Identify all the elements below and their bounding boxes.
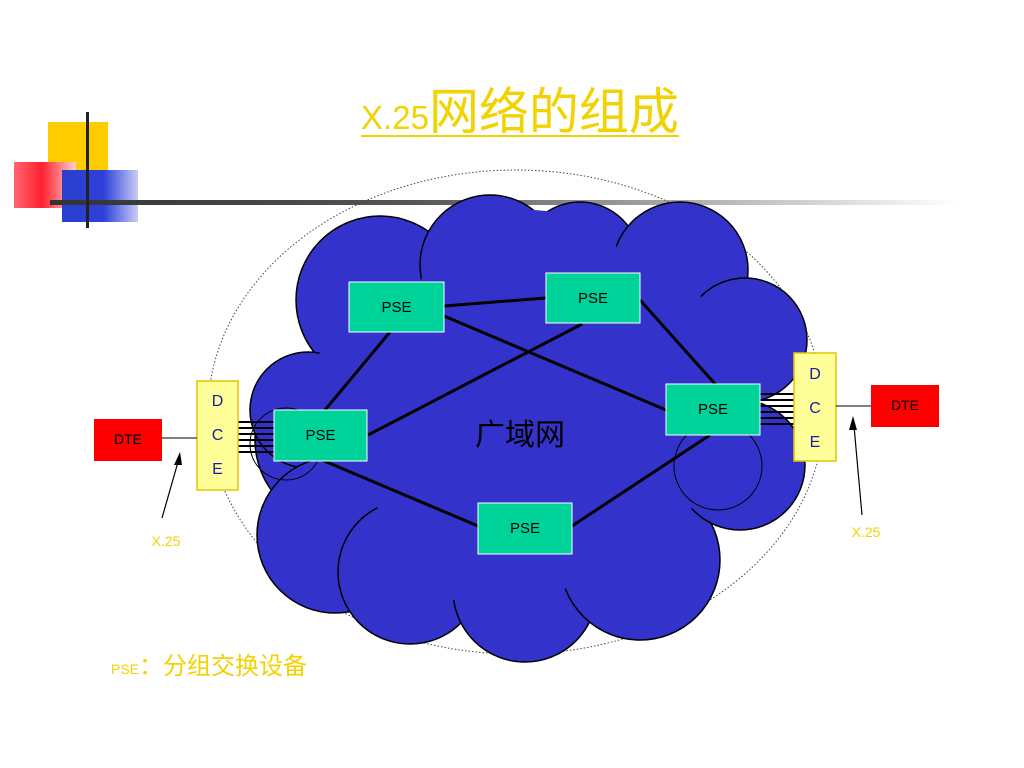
- right-access-lines: [760, 393, 794, 425]
- link-pse1-pse3: [443, 314, 667, 412]
- x25-arrow-right: [849, 416, 863, 516]
- dce-letter: C: [212, 427, 224, 444]
- pse-node-top-right: PSE: [545, 272, 641, 324]
- pse-label: PSE: [578, 290, 608, 307]
- dce-letter: C: [809, 400, 821, 417]
- decor-blue-square: [62, 170, 138, 222]
- dte-label: DTE: [114, 431, 142, 447]
- link-pse5-pse3: [571, 433, 711, 528]
- dte-left: DTE: [94, 419, 162, 461]
- x25-label-left: X.25: [152, 533, 181, 549]
- dte-label: DTE: [891, 397, 919, 413]
- cloud-label: 广域网: [475, 418, 565, 453]
- pse-node-left: PSE: [273, 409, 368, 462]
- link-pse1-pse2: [443, 296, 547, 308]
- dce-left: D C E: [196, 380, 239, 491]
- pse-label: PSE: [698, 401, 728, 418]
- wan-cloud: [249, 194, 808, 663]
- footnote: PSE：分组交换设备: [111, 646, 307, 681]
- link-pse1-pse4: [323, 331, 392, 411]
- footnote-text: 分组交换设备: [163, 652, 308, 680]
- dte-right: DTE: [871, 385, 939, 427]
- dce-letter: E: [810, 434, 821, 451]
- slide-title-latin: X.25: [361, 99, 429, 136]
- pse-node-top-left: PSE: [348, 281, 445, 333]
- decor-vertical-rule: [86, 112, 89, 228]
- link-pse4-pse5: [321, 458, 479, 528]
- x25-label-right: X.25: [852, 524, 881, 540]
- link-pse2-pse3: [638, 299, 718, 386]
- dce-letter: E: [212, 461, 223, 478]
- pse-label: PSE: [510, 520, 540, 537]
- dce-letter: D: [809, 366, 821, 383]
- slide-title: X.25网络的组成: [0, 72, 1024, 144]
- dce-letter: D: [212, 393, 224, 410]
- slide-title-cjk: 网络的组成: [428, 83, 679, 141]
- link-pse4-pse2: [367, 322, 583, 437]
- left-access-lines: [238, 421, 274, 453]
- pse-links: [321, 296, 718, 528]
- footnote-abbr: PSE: [111, 661, 140, 677]
- pse-node-right: PSE: [665, 383, 761, 436]
- dce-right: D C E: [793, 352, 837, 462]
- footnote-separator: ：: [139, 652, 164, 680]
- pse-node-bottom: PSE: [477, 502, 573, 555]
- x25-arrow-left: [161, 452, 182, 519]
- pse-label: PSE: [305, 427, 335, 444]
- pse-label: PSE: [381, 299, 411, 316]
